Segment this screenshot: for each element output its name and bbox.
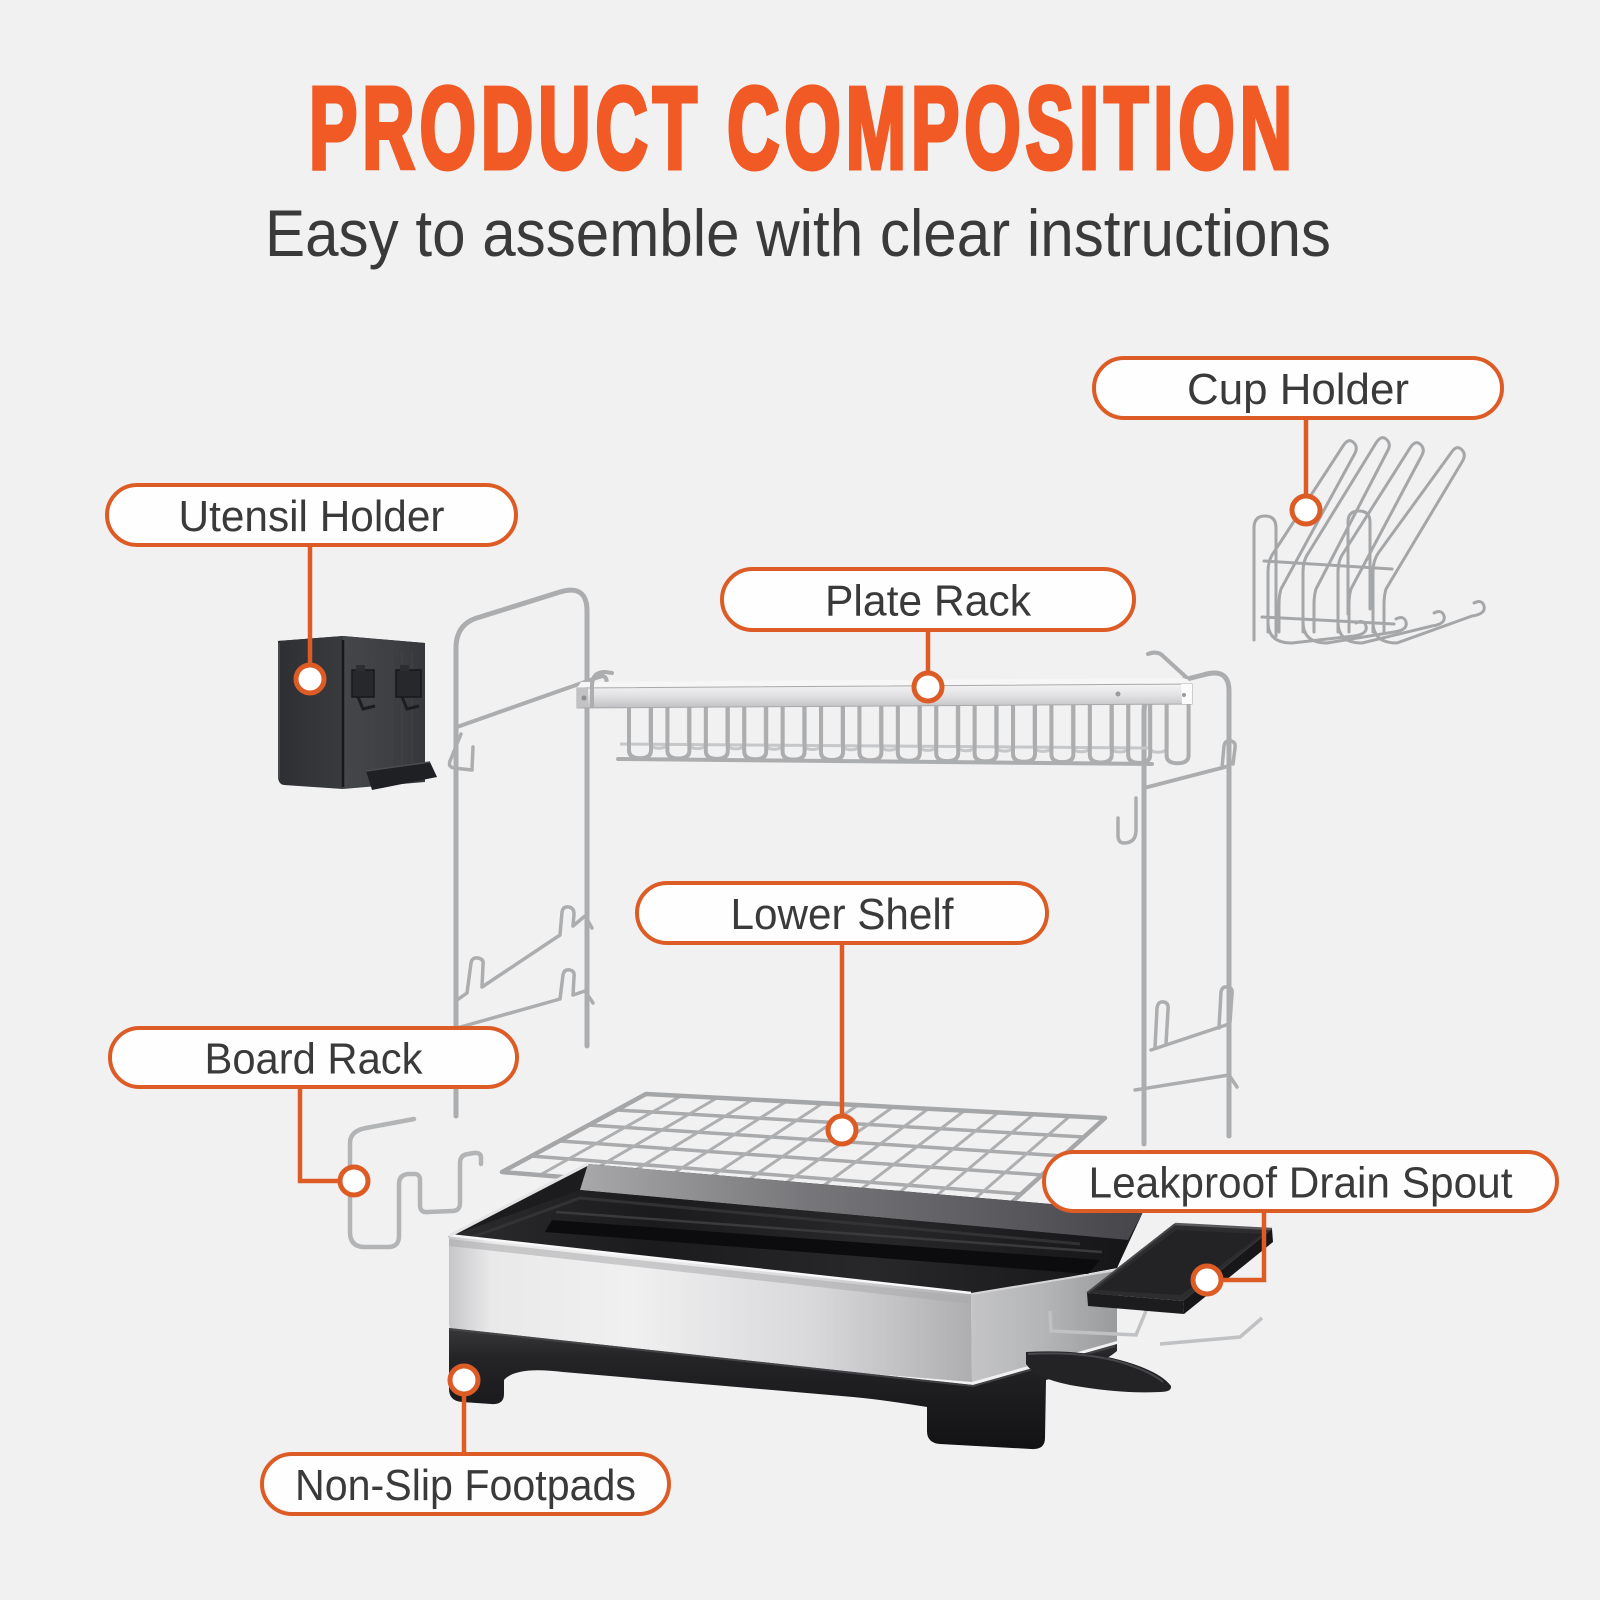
svg-text:Lower Shelf: Lower Shelf: [731, 890, 955, 939]
svg-text:Utensil Holder: Utensil Holder: [179, 492, 445, 541]
svg-text:Leakproof Drain Spout: Leakproof Drain Spout: [1089, 1159, 1513, 1208]
svg-text:Easy to assemble with clear in: Easy to assemble with clear instructions: [265, 196, 1331, 270]
svg-text:Cup Holder: Cup Holder: [1187, 365, 1409, 414]
svg-text:Board Rack: Board Rack: [205, 1035, 424, 1084]
svg-text:Plate Rack: Plate Rack: [825, 577, 1032, 626]
svg-text:Non-Slip Footpads: Non-Slip Footpads: [295, 1461, 636, 1510]
svg-text:PRODUCT COMPOSITION: PRODUCT COMPOSITION: [309, 63, 1297, 193]
